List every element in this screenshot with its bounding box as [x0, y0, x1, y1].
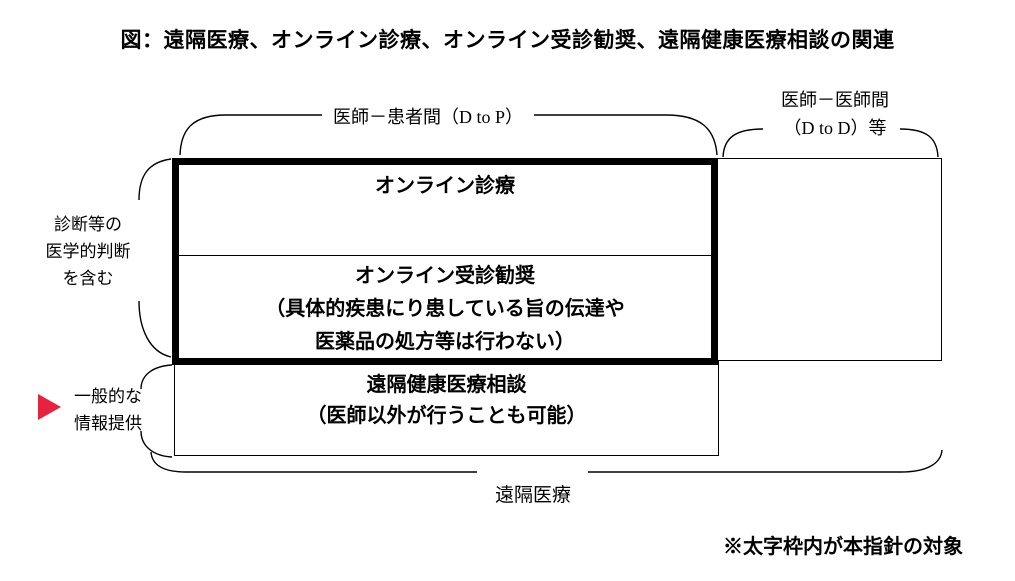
- medical-judgment-line2: 医学的判断: [45, 242, 131, 261]
- health-consultation-line2: （医師以外が行うことも可能）: [306, 405, 587, 427]
- general-info-label: 一般的な 情報提供: [68, 383, 148, 437]
- referral-line2: （具体的疾患にり患している旨の伝達や: [265, 298, 625, 320]
- general-info-line2: 情報提供: [74, 414, 142, 433]
- health-consultation-box: 遠隔健康医療相談 （医師以外が行うことも可能）: [174, 361, 719, 456]
- figure-title: 図：遠隔医療、オンライン診療、オンライン受診勧奨、遠隔健康医療相談の関連: [120, 29, 895, 52]
- medical-judgment-line1: 診断等の: [54, 215, 122, 234]
- d-to-p-bracket-left: [179, 114, 322, 156]
- referral-line3: 医薬品の処方等は行わない）: [315, 331, 575, 353]
- medical-judgment-label: 診断等の 医学的判断 を含む: [36, 211, 140, 292]
- red-arrow-icon: [38, 394, 61, 420]
- online-care-section: オンライン診療: [179, 165, 711, 255]
- health-consultation-line1: 遠隔健康医療相談: [366, 374, 527, 396]
- doctor-doctor-box: [717, 158, 942, 361]
- medical-judgment-line3: を含む: [62, 269, 114, 288]
- doctor-patient-label: 医師－患者間（D to P）: [332, 107, 523, 127]
- general-info-line1: 一般的な: [74, 387, 142, 406]
- referral-line1: オンライン受診勧奨: [355, 265, 535, 287]
- medical-judgment-bracket-top: [138, 158, 172, 201]
- referral-recommendation-section: オンライン受診勧奨 （具体的疾患にり患している旨の伝達や 医薬品の処方等は行わな…: [179, 256, 711, 359]
- guideline-scope-box: オンライン診療 オンライン受診勧奨 （具体的疾患にり患している旨の伝達や 医薬品…: [172, 158, 718, 365]
- online-care-title: オンライン診療: [375, 175, 515, 197]
- telemedicine-label: 遠隔医療: [494, 485, 571, 506]
- doctor-doctor-label-line2: （D to D）等: [783, 118, 887, 138]
- guideline-note: ※太字枠内が本指針の対象: [723, 536, 963, 558]
- d-to-p-bracket-right: [534, 114, 718, 156]
- doctor-doctor-label: 医師－医師間 （D to D）等: [745, 86, 925, 142]
- doctor-doctor-label-line1: 医師－医師間: [781, 90, 889, 110]
- section-divider-line: [179, 255, 711, 256]
- medical-judgment-bracket-bottom: [138, 300, 172, 358]
